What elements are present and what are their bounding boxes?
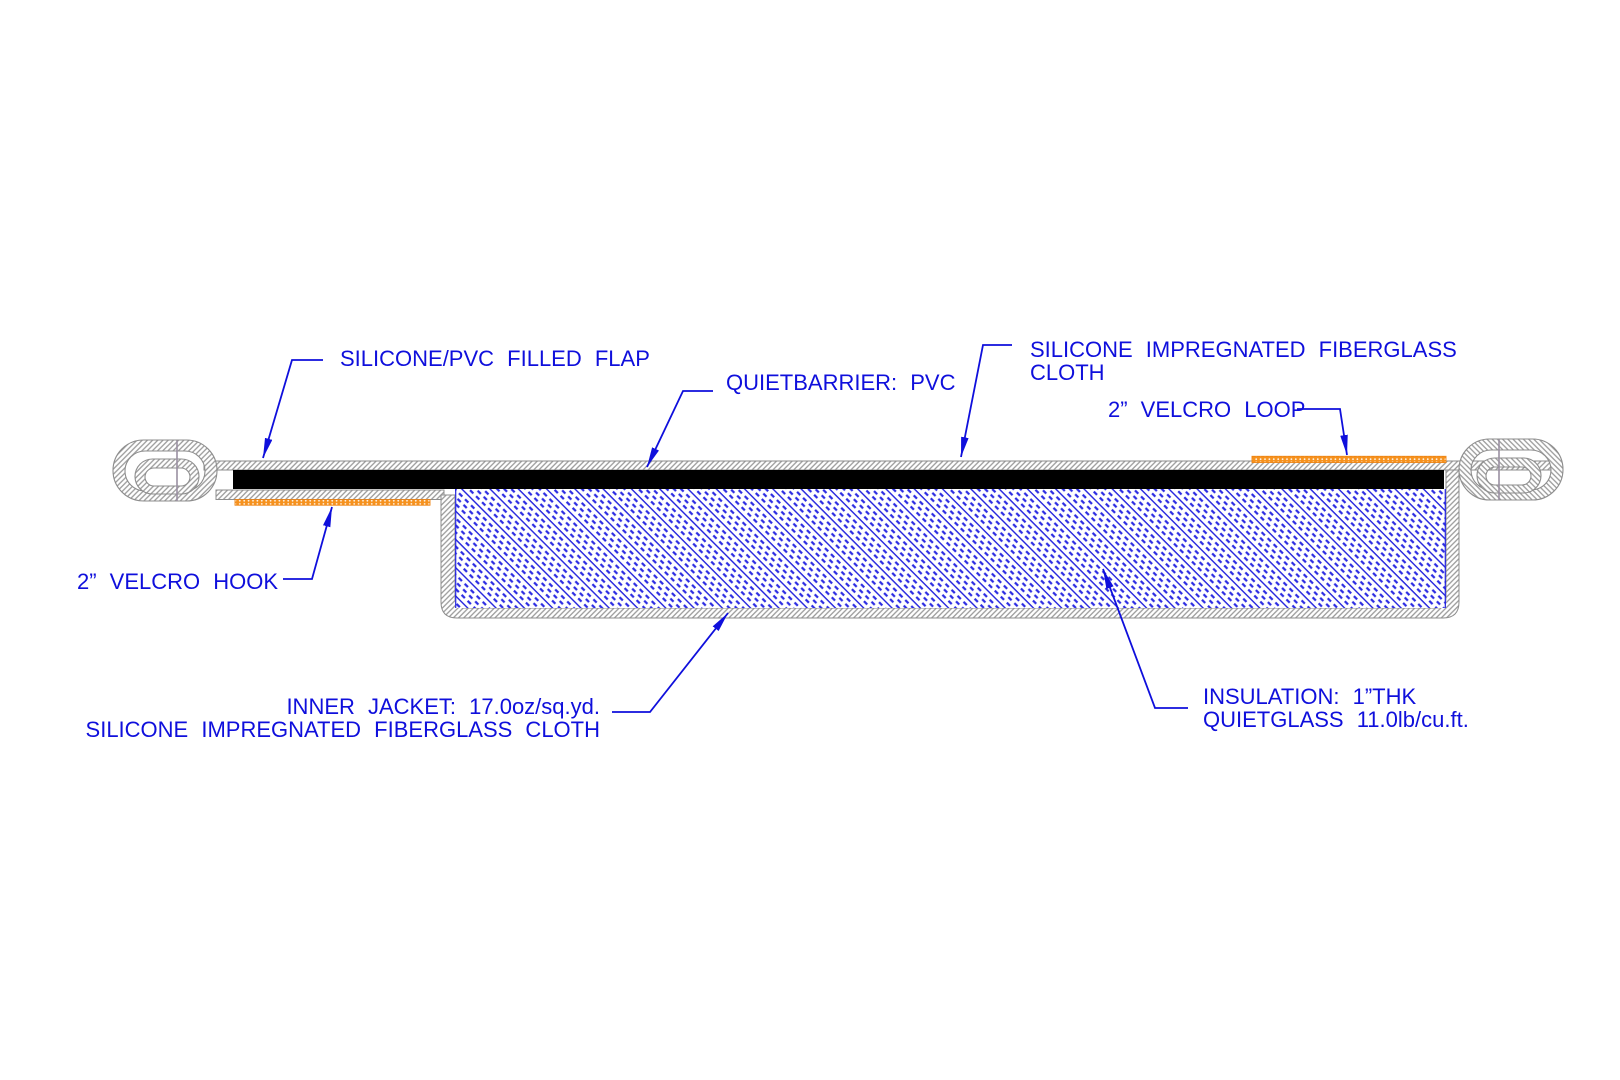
label-filled-flap: SILICONE/PVC FILLED FLAP [340,346,650,371]
label-insulation-line1: INSULATION: 1”THK [1203,684,1417,709]
label-velcro-hook: 2” VELCRO HOOK [77,569,279,594]
leader-quietbarrier [646,390,713,468]
leader-velcro-hook [283,506,333,580]
label-fiberglass-cloth-line1: SILICONE IMPREGNATED FIBERGLASS [1030,337,1457,362]
leader-filled-flap [262,359,323,459]
label-insulation: INSULATION: 1”THK QUIETGLASS 11.0lb/cu.f… [1203,685,1469,731]
label-insulation-line2: QUIETGLASS 11.0lb/cu.ft. [1203,707,1469,732]
leader-velcro-loop [1297,408,1348,456]
label-velcro-loop: 2” VELCRO LOOP [1108,397,1306,422]
label-inner-jacket: INNER JACKET: 17.0oz/sq.yd. SILICONE IMP… [86,695,600,741]
label-fiberglass-cloth-line2: CLOTH [1030,360,1105,385]
leader-inner-jacket [612,612,729,713]
insulation-core [455,489,1446,608]
label-fiberglass-cloth: SILICONE IMPREGNATED FIBERGLASS CLOTH [1030,338,1457,384]
left-rolled-edge [112,439,218,502]
velcro-loop-strip [1251,455,1447,463]
label-inner-jacket-line2: SILICONE IMPREGNATED FIBERGLASS CLOTH [85,717,600,742]
leader-insulation [1102,568,1188,709]
flap-underside-layer [215,489,445,500]
leader-fiberglass-cloth [960,344,1012,458]
quietbarrier-pvc-layer [233,470,1444,489]
velcro-hook-strip [234,499,431,506]
label-quietbarrier: QUIETBARRIER: PVC [726,370,956,395]
label-inner-jacket-line1: INNER JACKET: 17.0oz/sq.yd. [286,694,600,719]
